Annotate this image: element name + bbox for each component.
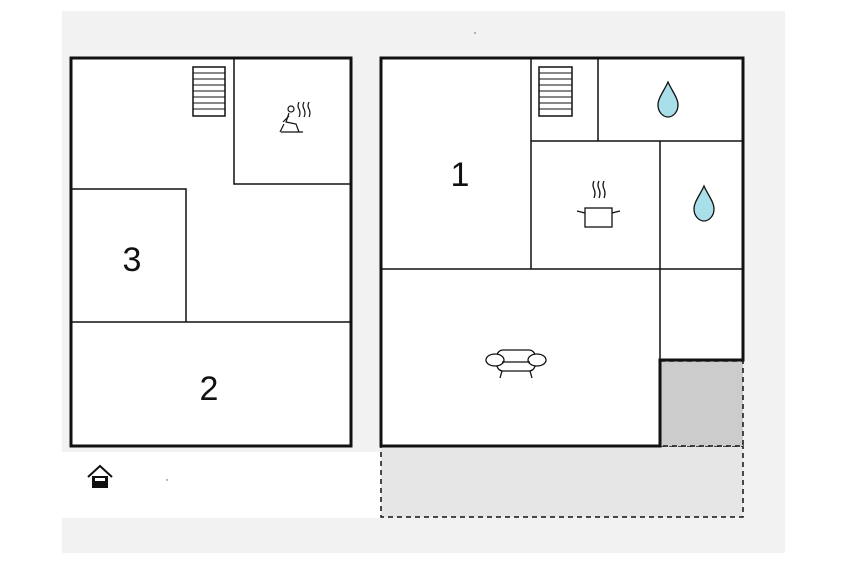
terrace-area — [380, 445, 744, 518]
room-2-label: 2 — [199, 370, 219, 408]
plan-base-left — [62, 452, 382, 518]
water-drop-icon — [693, 184, 715, 222]
sauna-room-wall — [233, 58, 351, 185]
room-1-label: 1 — [450, 156, 470, 194]
marker-dot — [166, 479, 168, 481]
sofa-icon — [485, 349, 547, 379]
staircase-icon — [538, 66, 573, 117]
house-entrance-icon — [87, 464, 113, 488]
staircase-icon — [192, 66, 226, 117]
sauna-icon — [279, 101, 311, 133]
cooking-pot-icon — [576, 180, 621, 228]
marker-dot — [474, 32, 476, 34]
room-3-wall — [71, 188, 187, 322]
room-3-label: 3 — [122, 241, 142, 279]
water-drop-icon — [657, 80, 679, 118]
left-floor-outline — [69, 56, 353, 448]
annex-area — [659, 360, 744, 447]
